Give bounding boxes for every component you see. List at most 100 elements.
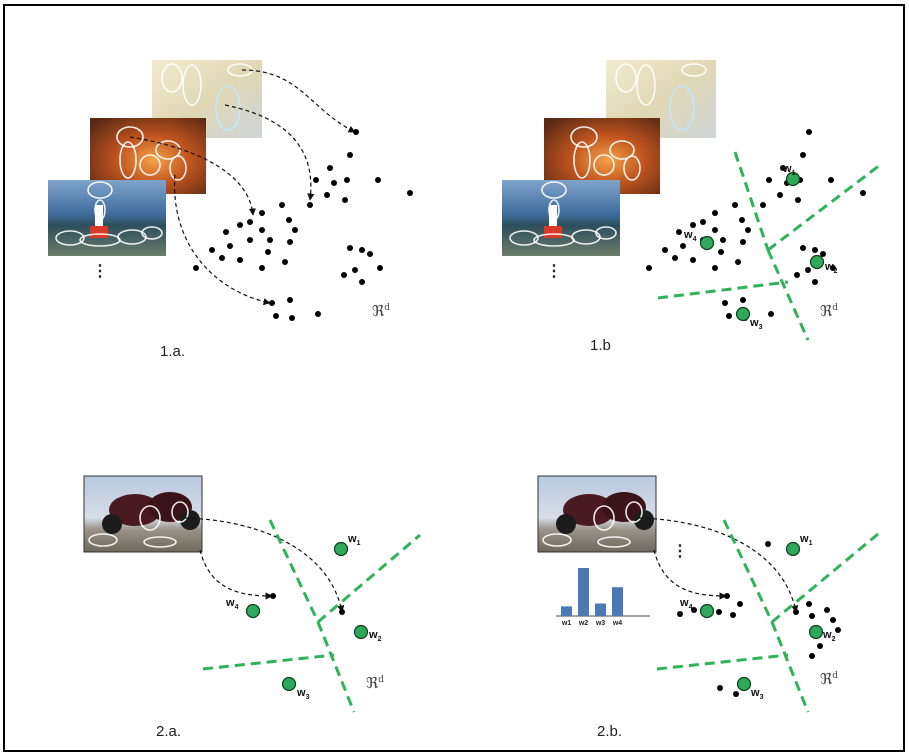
descriptor-point xyxy=(765,541,771,547)
centroid-marker xyxy=(736,676,752,692)
cluster-boundaries-2b xyxy=(656,519,879,713)
descriptor-point xyxy=(766,177,772,183)
histogram-bar-label: w3 xyxy=(595,620,605,627)
centroid-label: w1 xyxy=(782,163,796,177)
descriptor-point xyxy=(794,272,800,278)
centroid-label: w3 xyxy=(749,317,763,331)
centroid-marker xyxy=(735,306,751,322)
descriptor-point xyxy=(259,210,265,216)
descriptor-point xyxy=(777,192,783,198)
descriptor-point xyxy=(646,265,652,271)
histogram-bar-label: w1 xyxy=(561,620,571,627)
descriptor-point xyxy=(716,609,722,615)
descriptor-point xyxy=(286,217,292,223)
descriptor-point xyxy=(377,265,383,271)
descriptor-point xyxy=(735,259,741,265)
centroid-marker xyxy=(785,541,801,557)
histogram-bar xyxy=(561,606,572,616)
centroid-marker xyxy=(785,171,801,187)
descriptor-point xyxy=(768,311,774,317)
descriptor-point xyxy=(289,315,295,321)
descriptor-point xyxy=(269,300,275,306)
centroid-marker xyxy=(809,254,825,270)
descriptor-point xyxy=(219,255,225,261)
panel-label-1a: 1.a. xyxy=(160,343,185,360)
histogram-bar xyxy=(595,603,606,616)
descriptor-point xyxy=(733,691,739,697)
centroid-marker xyxy=(699,235,715,251)
sample-image-lighthouse xyxy=(48,180,166,256)
descriptor-point xyxy=(730,612,736,618)
descriptor-point xyxy=(700,219,706,225)
sample-image-lighthouse xyxy=(502,180,620,256)
descriptor-point xyxy=(800,152,806,158)
descriptor-point xyxy=(712,227,718,233)
descriptor-point xyxy=(691,607,697,613)
descriptor-point xyxy=(712,265,718,271)
descriptor-point xyxy=(307,202,313,208)
descriptor-point xyxy=(690,257,696,263)
descriptor-point xyxy=(313,177,319,183)
descriptor-point xyxy=(342,197,348,203)
centroid-marker xyxy=(353,624,369,640)
centroid-marker xyxy=(808,624,824,640)
descriptor-point xyxy=(359,247,365,253)
descriptor-point xyxy=(806,601,812,607)
descriptor-point xyxy=(247,219,253,225)
descriptor-point xyxy=(830,265,836,271)
descriptor-point xyxy=(267,237,273,243)
descriptor-point xyxy=(347,152,353,158)
descriptor-point xyxy=(793,609,799,615)
descriptor-point xyxy=(270,593,276,599)
panel-1a: ⋮ ℜd 1.a. xyxy=(48,60,413,360)
descriptor-arrow xyxy=(241,69,356,133)
descriptor-point xyxy=(680,243,686,249)
descriptor-point xyxy=(672,255,678,261)
descriptor-point xyxy=(806,129,812,135)
descriptor-point xyxy=(279,202,285,208)
descriptor-point xyxy=(223,229,229,235)
descriptor-point xyxy=(745,227,751,233)
descriptor-point xyxy=(828,177,834,183)
more-images-ellipsis: ⋮ xyxy=(546,263,562,280)
descriptor-point xyxy=(331,180,337,186)
feature-space-label: ℜd xyxy=(372,302,390,320)
descriptor-point xyxy=(712,210,718,216)
descriptor-point xyxy=(726,313,732,319)
descriptor-point xyxy=(247,237,253,243)
descriptor-point xyxy=(720,237,726,243)
descriptor-point xyxy=(282,259,288,265)
descriptor-point xyxy=(722,300,728,306)
descriptor-point xyxy=(324,192,330,198)
descriptor-point xyxy=(287,297,293,303)
descriptor-point xyxy=(227,243,233,249)
descriptor-point xyxy=(718,249,724,255)
histogram-bar xyxy=(578,568,589,616)
descriptor-point xyxy=(315,311,321,317)
descriptor-point xyxy=(724,593,730,599)
descriptor-point xyxy=(817,643,823,649)
descriptor-points-1a xyxy=(193,129,413,321)
query-image-motorcycle xyxy=(537,475,657,553)
descriptor-point xyxy=(273,313,279,319)
histogram-bar-label: w4 xyxy=(612,620,622,627)
descriptor-point xyxy=(732,202,738,208)
descriptor-point xyxy=(824,607,830,613)
descriptor-point xyxy=(209,247,215,253)
descriptor-arrow xyxy=(224,104,315,201)
centroid-marker xyxy=(333,541,349,557)
descriptor-point xyxy=(375,177,381,183)
descriptor-point xyxy=(339,609,345,615)
descriptor-point xyxy=(737,601,743,607)
descriptor-point xyxy=(676,229,682,235)
descriptor-point xyxy=(352,267,358,273)
query-descriptor-arrow xyxy=(184,517,345,613)
centroid-marker xyxy=(699,603,715,619)
